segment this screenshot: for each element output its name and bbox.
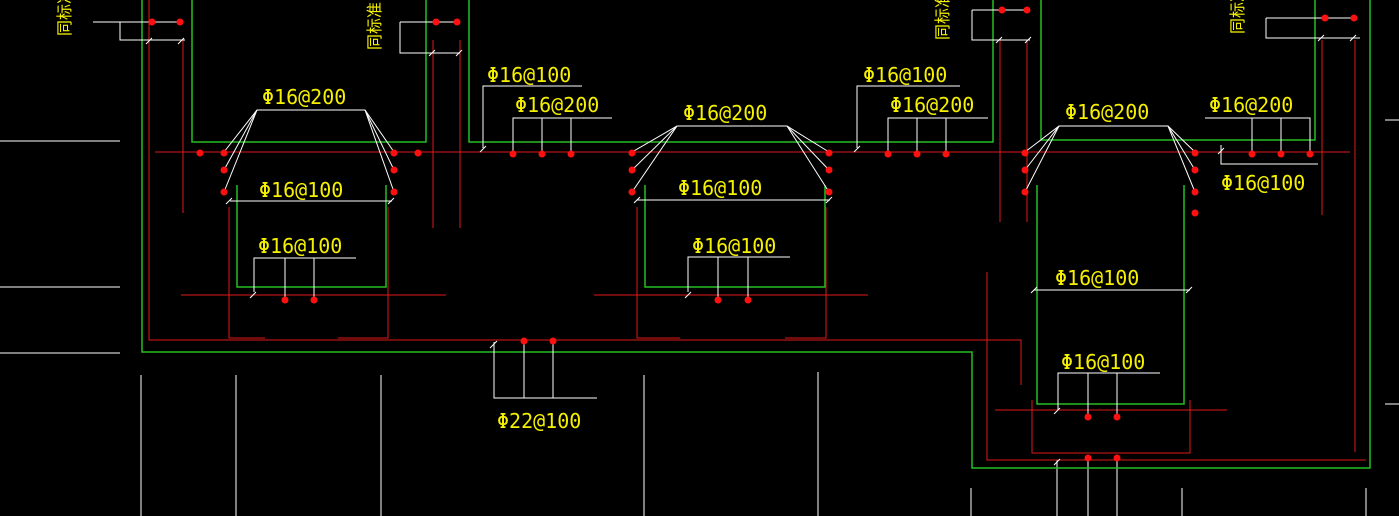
green-structure-outline: [141, 0, 1371, 469]
rebar-dots: [148, 6, 1358, 462]
rebar-label-l2: Φ16@100: [259, 178, 343, 202]
rebar-label-l9: Φ16@100: [863, 63, 947, 87]
vertical-note-v2: 同标准: [365, 2, 384, 50]
vertical-note-labels: 同标准 同标准 同标准 同标准: [55, 0, 1247, 50]
rebar-label-l16: Φ22@100: [497, 409, 581, 433]
vertical-note-v3: 同标准: [933, 0, 952, 40]
rebar-label-l11: Φ16@200: [1065, 100, 1149, 124]
red-rebar-lines: [148, 0, 1366, 461]
white-reference-lines: [0, 119, 1399, 516]
rebar-label-l3: Φ16@100: [258, 234, 342, 258]
rebar-label-l14: Φ16@100: [1055, 266, 1139, 290]
rebar-label-l1: Φ16@200: [262, 85, 346, 109]
rebar-label-l4: Φ16@100: [487, 63, 571, 87]
rebar-label-l12: Φ16@200: [1209, 93, 1293, 117]
rebar-label-l8: Φ16@100: [692, 234, 776, 258]
rebar-label-l6: Φ16@200: [683, 101, 767, 125]
rebar-label-l7: Φ16@100: [678, 176, 762, 200]
leader-lines: [93, 9, 1360, 466]
vertical-note-v4: 同标准: [1228, 0, 1247, 34]
rebar-label-l13: Φ16@100: [1221, 171, 1305, 195]
rebar-label-l5: Φ16@200: [515, 93, 599, 117]
rebar-label-l15: Φ16@100: [1061, 350, 1145, 374]
rebar-labels: Φ16@200 Φ16@100 Φ16@100 Φ16@100 Φ16@200 …: [258, 63, 1305, 433]
rebar-label-l10: Φ16@200: [890, 93, 974, 117]
vertical-note-v1: 同标准: [55, 0, 74, 36]
